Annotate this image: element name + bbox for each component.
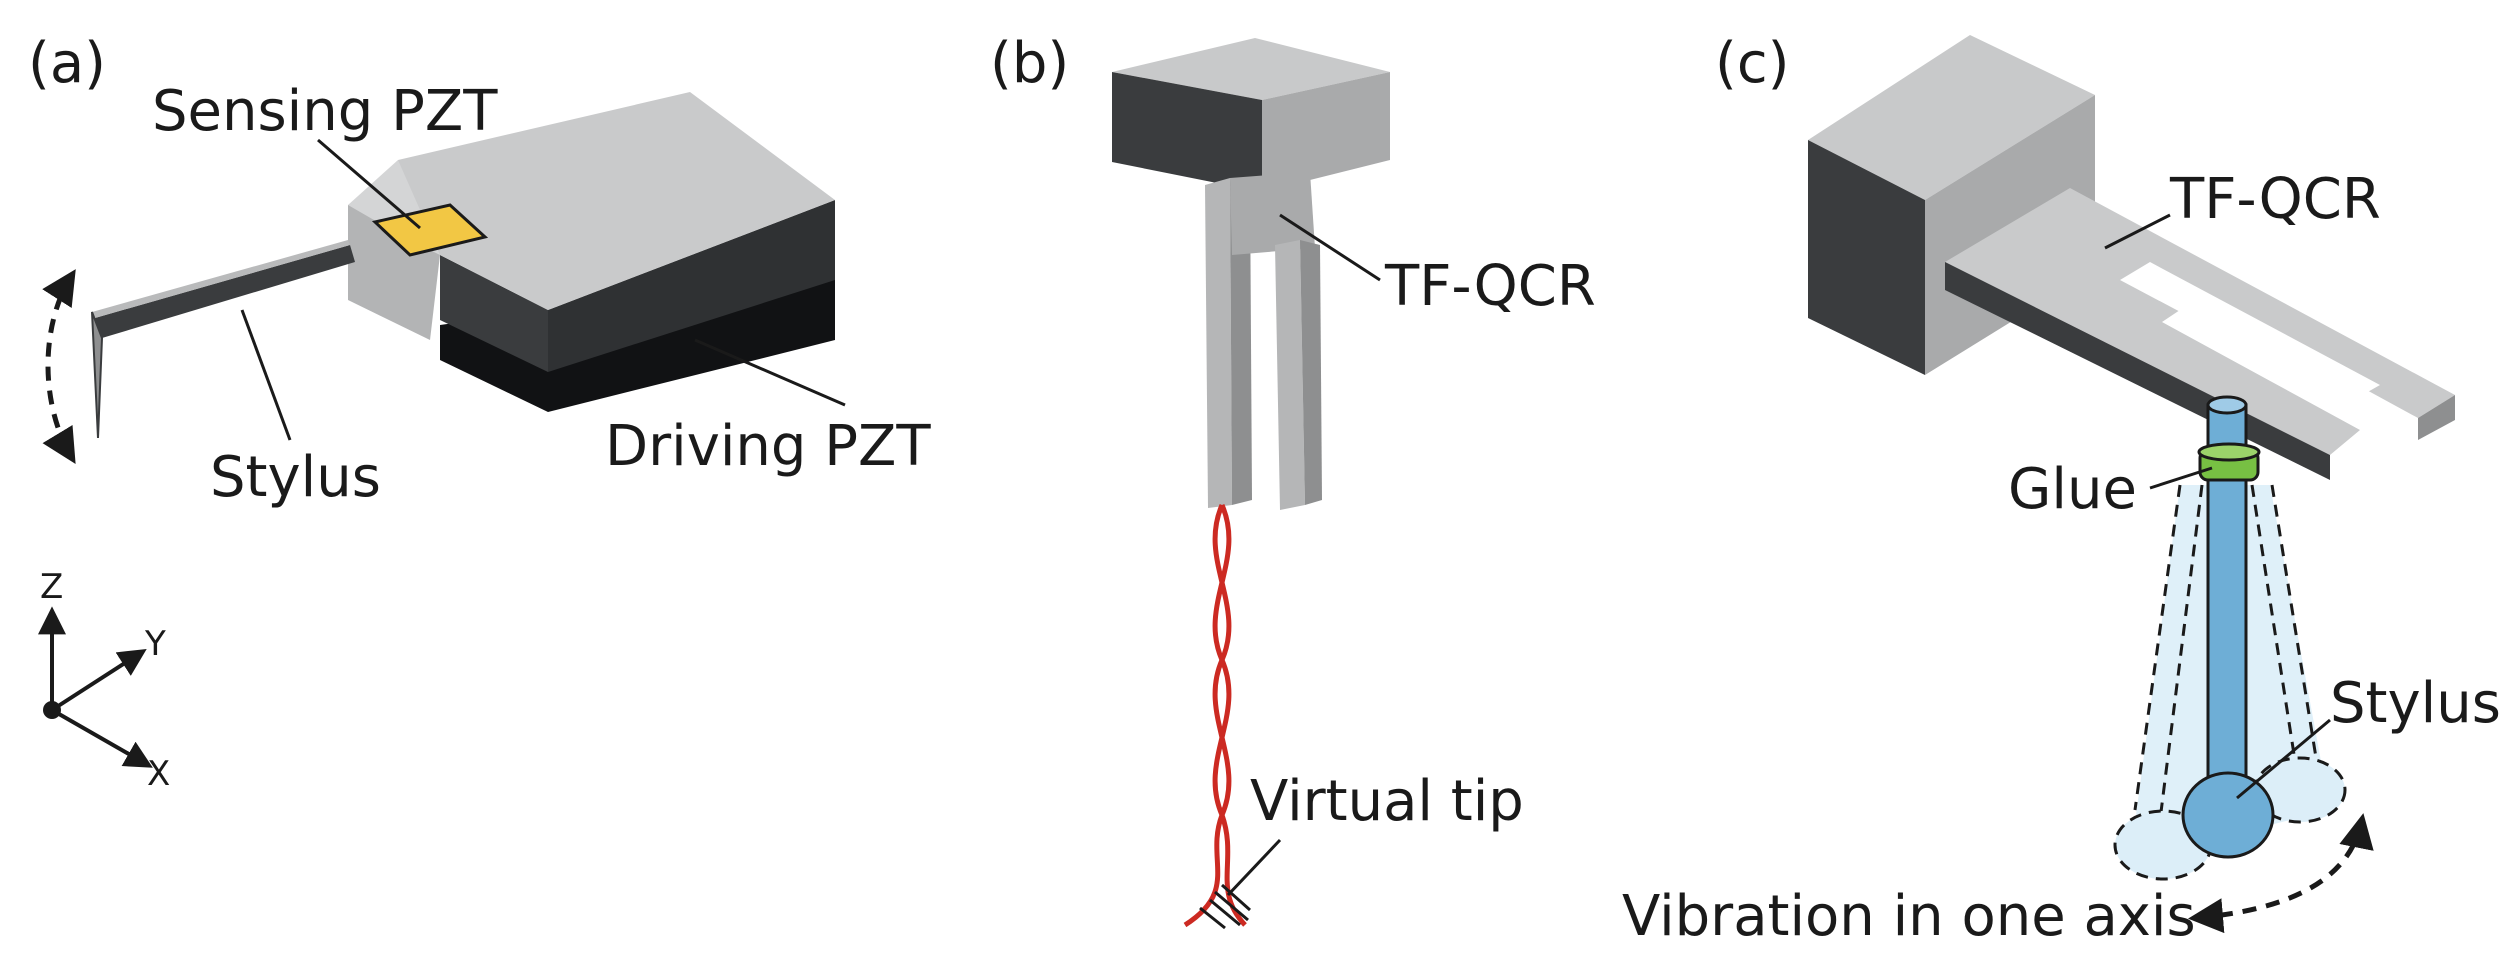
cube-front-b bbox=[1112, 72, 1262, 192]
panel-a: (a) Sensing PZT bbox=[28, 31, 931, 794]
sensing-pzt-label: Sensing PZT bbox=[152, 79, 498, 144]
leader-stylus-c bbox=[2236, 718, 2331, 800]
virtual-tip-wave bbox=[1183, 504, 1247, 928]
fork-c-top bbox=[1945, 188, 2455, 455]
y-axis-label: Y bbox=[144, 624, 166, 664]
sensing-pzt-chip bbox=[371, 203, 489, 257]
leader-tfqcr-b bbox=[1279, 213, 1381, 282]
axes-triad: Z Y X bbox=[38, 567, 170, 794]
leader-stylus bbox=[240, 309, 292, 441]
cube-top-c bbox=[1808, 35, 2095, 200]
x-axis-label: X bbox=[147, 754, 170, 794]
stylus-label-a: Stylus bbox=[210, 445, 381, 510]
fork-left-prong bbox=[1205, 178, 1232, 508]
driving-pzt-label: Driving PZT bbox=[605, 414, 931, 479]
panel-b: (b) TF-QCR Vir bbox=[990, 31, 1596, 930]
body-front-face bbox=[440, 255, 548, 372]
body-right-face bbox=[548, 200, 835, 372]
stylus-c-top bbox=[2206, 395, 2248, 415]
z-axis-label: Z bbox=[40, 567, 63, 607]
leader-virtual-tip bbox=[1226, 838, 1282, 897]
glue-label: Glue bbox=[2008, 457, 2137, 522]
stylus-shaft-top bbox=[92, 240, 350, 318]
cube-top-b bbox=[1112, 38, 1390, 100]
wave-strand-2 bbox=[1212, 504, 1247, 927]
virtual-tip-hatch bbox=[1199, 883, 1251, 930]
cube-side-b bbox=[1262, 72, 1390, 192]
hatch-line bbox=[1209, 898, 1241, 927]
vibration-arrow-c bbox=[2188, 813, 2374, 934]
panel-a-label: (a) bbox=[28, 31, 106, 96]
x-axis-arrow bbox=[51, 708, 153, 768]
tfqcr-label-c: TF-QCR bbox=[2169, 167, 2381, 232]
hatch-line bbox=[1221, 883, 1251, 912]
hatch-line bbox=[1199, 906, 1226, 930]
leader-driving-pzt bbox=[694, 338, 846, 407]
stylus-label-c: Stylus bbox=[2330, 671, 2501, 736]
axes-origin bbox=[43, 701, 61, 719]
hatch-line bbox=[1214, 890, 1249, 922]
cone-edge bbox=[2133, 484, 2182, 811]
panel-c-label: (c) bbox=[1715, 31, 1789, 96]
fork-right-prong-side bbox=[1300, 240, 1322, 505]
wave-strand-1 bbox=[1183, 504, 1232, 928]
fork-left-prong-side bbox=[1230, 178, 1252, 505]
stylus-bar bbox=[91, 240, 355, 439]
stylus-shaft bbox=[95, 245, 355, 338]
fork-bridge bbox=[1230, 172, 1315, 255]
tuning-fork-b bbox=[1205, 172, 1322, 510]
virtual-tip-label: Virtual tip bbox=[1250, 769, 1524, 834]
fork-c-slot bbox=[2120, 262, 2380, 402]
leader-sensing-pzt bbox=[317, 138, 421, 230]
stylus-tip bbox=[91, 311, 104, 439]
fork-c-right-end bbox=[2418, 395, 2455, 440]
glue-ring bbox=[2197, 442, 2261, 482]
leader-glue bbox=[2149, 466, 2213, 490]
panel-c: (c) bbox=[1622, 31, 2501, 949]
vibration-arrow-a bbox=[42, 269, 76, 464]
cone-edge bbox=[2158, 484, 2204, 821]
stylus-c-ball bbox=[2181, 771, 2275, 859]
cone-edge bbox=[2250, 484, 2300, 781]
panel-b-label: (b) bbox=[990, 31, 1069, 96]
sensor-body bbox=[348, 92, 835, 412]
tfqcr-base-b bbox=[1112, 38, 1390, 192]
leader-tfqcr-c bbox=[2104, 213, 2171, 250]
tfqcr-label-b: TF-QCR bbox=[1384, 254, 1596, 319]
cone-edge bbox=[2270, 484, 2320, 771]
vibration-label: Vibration in one axis bbox=[1622, 884, 2196, 949]
body-top-face bbox=[398, 92, 835, 310]
y-axis-arrow bbox=[50, 648, 147, 712]
glue-ring-top bbox=[2197, 442, 2261, 462]
fork-right-prong bbox=[1275, 240, 1305, 510]
cube-front-c bbox=[1808, 140, 1925, 375]
